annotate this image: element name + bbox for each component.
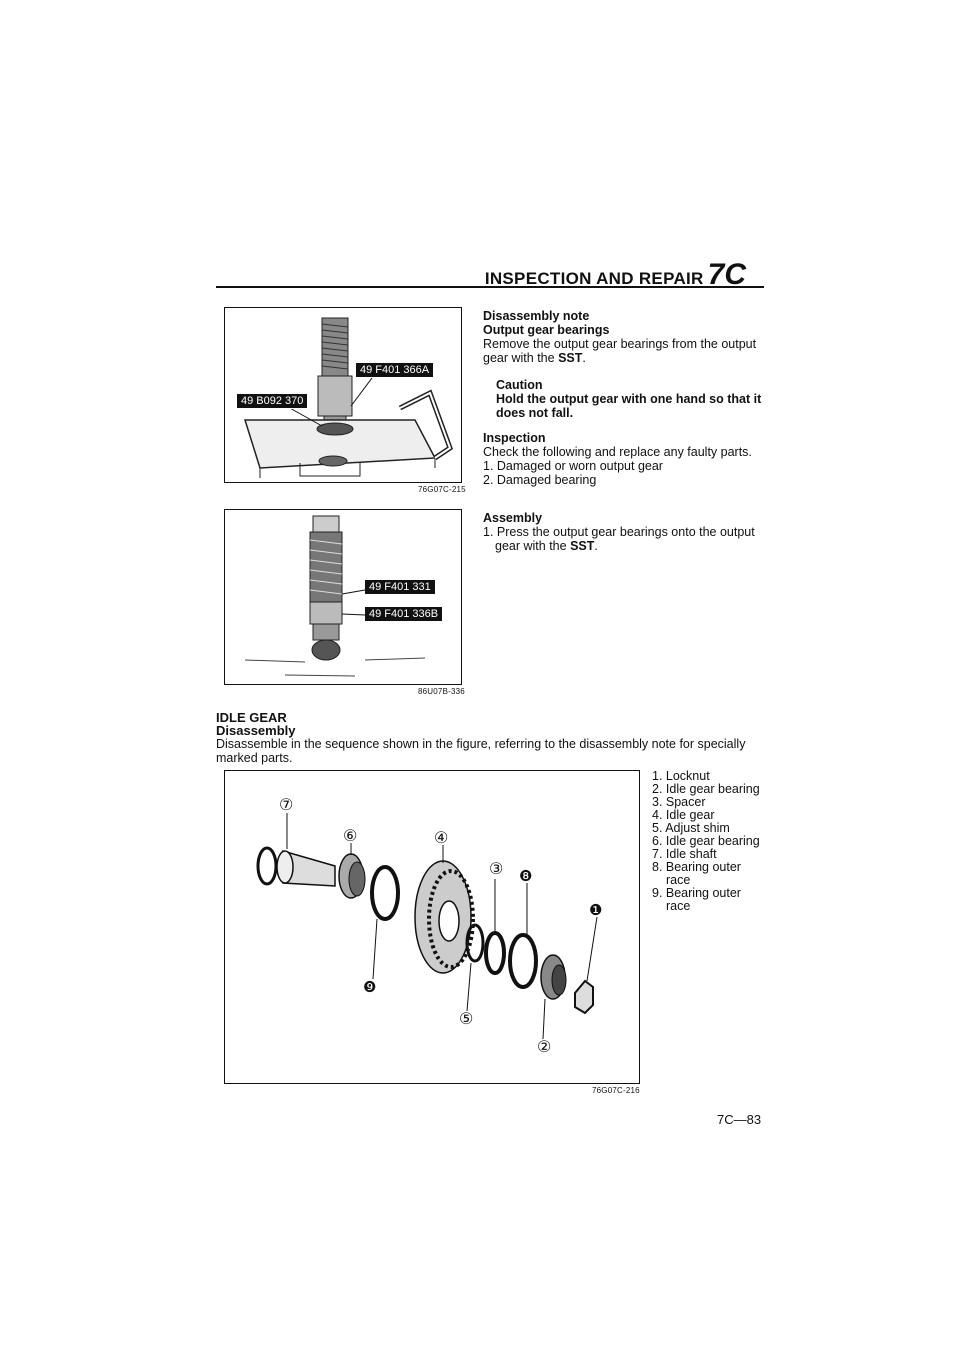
tool-label-49b092370: 49 B092 370 [236,393,309,409]
inspection-heading: Inspection [483,431,546,445]
parts-list: 1. Locknut 2. Idle gear bearing 3. Space… [652,770,762,913]
header-rule [216,286,764,288]
part-7-idle-shaft: 7. Idle shaft [652,847,717,861]
caution-body: Hold the output gear with one hand so th… [496,392,762,420]
callout-6: ⑥ [343,828,358,845]
figure-1-code: 76G07C-215 [418,485,466,494]
tool-label-49f401366a: 49 F401 366A [355,362,435,378]
part-8-bearing-outer-race: 8. Bearing outer race [652,860,741,887]
disassembly-note-body: Remove the output gear bearings from the… [483,337,757,365]
idle-gear-body: Disassemble in the sequence shown in the… [216,737,746,765]
figure-2-drawing [244,515,426,677]
part-9-bearing-outer-race: 9. Bearing outer race [652,886,741,913]
part-4-idle-gear: 4. Idle gear [652,808,715,822]
figure-1-drawing [243,317,454,478]
callout-4: ④ [434,830,449,847]
callout-2: ② [537,1039,552,1056]
page-number: 7C—83 [717,1112,762,1127]
tool-label-49f401331: 49 F401 331 [365,580,435,594]
part-2-idle-gear-bearing: 2. Idle gear bearing [652,782,760,796]
caution-heading: Caution [496,378,543,392]
inspection-item-1: 1. Damaged or worn output gear [483,459,663,473]
callout-9: ❾ [363,979,377,996]
inspection-item-2: 2. Damaged bearing [483,473,597,487]
figure-output-gear-bearing-removal: 49 B092 370 49 F401 366A [224,307,462,483]
inspection-section: Inspection Check the following and repla… [483,431,765,487]
part-5-adjust-shim: 5. Adjust shim [652,821,730,835]
idle-gear-heading: IDLE GEAR [216,710,287,725]
figure-2-code: 86U07B-336 [418,687,465,696]
callout-3: ③ [489,861,504,878]
callout-5: ⑤ [459,1011,474,1028]
inspection-body: Check the following and replace any faul… [483,445,752,459]
disassembly-note-heading: Disassembly note [483,309,590,323]
figure-idle-gear-exploded: ⑦ ⑥ ④ ③ ❽ ❶ ❾ ⑤ ② [224,770,640,1084]
assembly-section: Assembly 1. Press the output gear bearin… [483,511,765,553]
header-title: INSPECTION AND REPAIR [484,269,704,288]
callout-7: ⑦ [279,797,294,814]
tool-label-49f401336b: 49 F401 336B [365,607,443,621]
figure-output-gear-bearing-install: 49 F401 331 49 F401 336B [224,509,462,685]
section-number: 7C [707,258,746,291]
caution-section: Caution Hold the output gear with one ha… [496,378,766,420]
assembly-heading: Assembly [483,511,543,525]
part-1-locknut: 1. Locknut [652,769,710,783]
figure-3-drawing [256,813,598,1040]
callout-8: ❽ [519,868,533,885]
disassembly-note-section: Disassembly note Output gear bearings Re… [483,309,765,365]
idle-gear-section: IDLE GEAR Disassembly Disassemble in the… [216,711,766,765]
assembly-item-1: 1. Press the output gear bearings onto t… [483,525,755,553]
part-6-idle-gear-bearing: 6. Idle gear bearing [652,834,760,848]
output-gear-bearings-heading: Output gear bearings [483,323,610,337]
part-3-spacer: 3. Spacer [652,795,706,809]
figure-3-code: 76G07C-216 [592,1086,640,1095]
idle-gear-disassembly-heading: Disassembly [216,723,296,738]
callout-1: ❶ [589,902,603,919]
